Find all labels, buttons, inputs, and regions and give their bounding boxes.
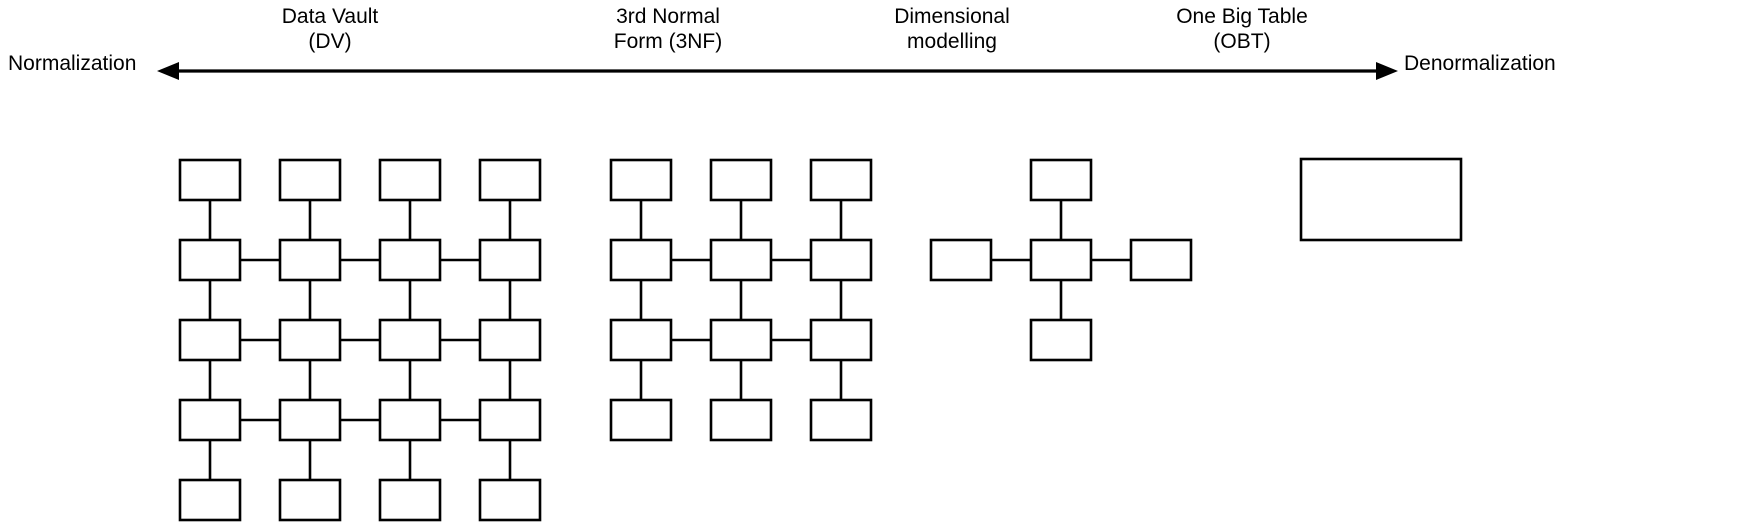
one-big-table-node: [1299, 157, 1463, 242]
stage-label-third-normal-form-line1: 3rd Normal: [616, 5, 720, 28]
axis-label-denormalization: Denormalization: [1404, 52, 1556, 75]
table-node: [178, 318, 242, 362]
dimension-node-left: [929, 238, 993, 282]
stage-label-dimensional-modelling-line2: modelling: [907, 30, 997, 53]
table-node: [278, 238, 342, 282]
stage-label-data-vault-line2: (DV): [308, 30, 352, 53]
table-node: [278, 318, 342, 362]
table-node: [809, 318, 873, 362]
dimension-node-bottom: [1029, 318, 1093, 362]
table-node: [378, 398, 442, 442]
table-node: [178, 158, 242, 202]
stage-label-one-big-table: One Big Table (OBT): [1122, 4, 1362, 54]
table-node: [609, 398, 673, 442]
table-node: [478, 478, 542, 522]
table-node: [709, 238, 773, 282]
table-node: [278, 478, 342, 522]
table-node: [478, 158, 542, 202]
stage-label-data-vault: Data Vault (DV): [210, 4, 450, 54]
table-node: [178, 398, 242, 442]
dimension-node-top: [1029, 158, 1093, 202]
table-node: [609, 318, 673, 362]
table-node: [609, 158, 673, 202]
table-node: [709, 398, 773, 442]
table-node: [378, 238, 442, 282]
dimension-node-right: [1129, 238, 1193, 282]
stage-label-dimensional-modelling: Dimensional modelling: [832, 4, 1072, 54]
table-node: [809, 398, 873, 442]
table-node: [478, 238, 542, 282]
dimensional-modelling-star: [929, 158, 1193, 362]
table-node: [478, 318, 542, 362]
data-vault-grid: [178, 158, 542, 522]
fact-node-center: [1029, 238, 1093, 282]
axis-label-normalization: Normalization: [8, 52, 137, 75]
stage-label-third-normal-form-line2: Form (3NF): [613, 30, 723, 53]
table-node: [178, 238, 242, 282]
stage-label-one-big-table-line2: (OBT): [1213, 30, 1271, 53]
stage-label-data-vault-line1: Data Vault: [281, 5, 379, 28]
table-node: [178, 478, 242, 522]
table-node: [278, 158, 342, 202]
table-node: [709, 158, 773, 202]
stage-label-dimensional-modelling-line1: Dimensional: [894, 5, 1010, 28]
stage-label-third-normal-form: 3rd Normal Form (3NF): [548, 4, 788, 54]
third-normal-form-grid: [609, 158, 873, 442]
table-node: [809, 238, 873, 282]
table-node: [378, 318, 442, 362]
one-big-table-shape: [1299, 157, 1463, 242]
stage-label-one-big-table-line1: One Big Table: [1176, 5, 1308, 28]
table-node: [809, 158, 873, 202]
table-node: [609, 238, 673, 282]
normalization-axis-arrow-icon: [157, 62, 1398, 80]
table-node: [378, 478, 442, 522]
table-node: [278, 398, 342, 442]
table-node: [709, 318, 773, 362]
table-node: [478, 398, 542, 442]
table-node: [378, 158, 442, 202]
